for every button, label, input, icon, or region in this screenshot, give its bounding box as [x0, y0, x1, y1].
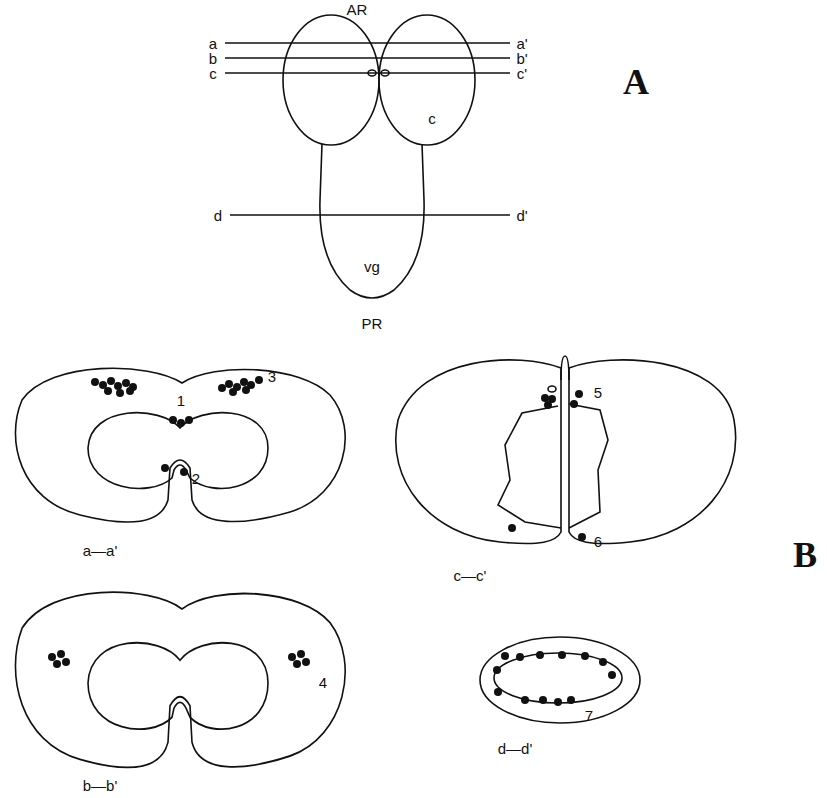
cell-dot [185, 416, 193, 424]
cell-dot [539, 696, 547, 704]
callout-number: 3 [268, 369, 276, 384]
section-a-outline [15, 368, 345, 522]
section-letter: b [209, 51, 217, 66]
section-label: a—a' [83, 543, 118, 558]
cell-dot [57, 650, 65, 658]
section-letter: d [214, 208, 222, 223]
cell-dot [493, 666, 501, 674]
region-label: vg [364, 259, 380, 274]
cell-dot [578, 533, 586, 541]
cell-dot [544, 401, 552, 409]
ventral-ganglion-outline [320, 144, 424, 298]
cell-dot [508, 524, 516, 532]
cell-dot [116, 389, 124, 397]
cell-dot [288, 653, 296, 661]
cell-dot [218, 384, 226, 392]
callout-number: 4 [319, 675, 327, 690]
cell-dot [501, 652, 509, 660]
callout-number: 1 [177, 393, 185, 408]
section-line [230, 214, 510, 216]
cell-dot [521, 696, 529, 704]
cell-dot [554, 698, 562, 706]
cell-dot [567, 696, 575, 704]
cell-dot [242, 386, 250, 394]
cell-dot [581, 652, 589, 660]
cell-dot [114, 382, 122, 390]
cell-dot [229, 388, 237, 396]
cell-dot [575, 390, 583, 398]
callout-number: 5 [594, 385, 602, 400]
cell-dot [161, 464, 169, 472]
section-d-outline [480, 637, 640, 723]
cell-dot [48, 653, 56, 661]
cell-dot [297, 650, 305, 658]
cell-dot [225, 380, 233, 388]
section-label: b—b' [83, 778, 118, 793]
cell-dot [293, 660, 301, 668]
cell-dot [516, 653, 524, 661]
section-letter: a [209, 36, 217, 51]
section-label: c—c' [454, 568, 487, 583]
panel-letter: A [623, 64, 649, 100]
cell-dot [53, 660, 61, 668]
region-label: AR [347, 2, 368, 17]
section-line [225, 57, 510, 59]
cell-dot [255, 376, 263, 384]
hemisphere-outline [283, 15, 379, 145]
hemisphere-outline [379, 15, 475, 145]
callout-number: 7 [585, 708, 593, 723]
cell-dot [62, 658, 70, 666]
cell-dot [570, 400, 578, 408]
cell-dot [240, 378, 248, 386]
callout-number: 6 [594, 534, 602, 549]
section-line [225, 72, 510, 74]
region-label: c [428, 111, 436, 126]
section-letter: c [209, 66, 217, 81]
cell-dot [536, 651, 544, 659]
section-label: d—d' [498, 741, 533, 756]
region-label: PR [362, 316, 383, 331]
cell-dot [180, 468, 188, 476]
cell-dot [122, 379, 130, 387]
cell-dot [494, 688, 502, 696]
section-c-outline [396, 356, 736, 544]
cell-dot [177, 419, 185, 427]
section-letter: b' [516, 51, 527, 66]
section-letter: a' [516, 36, 527, 51]
cell-dot [91, 378, 99, 386]
cell-dot [302, 658, 310, 666]
cell-dot [558, 651, 566, 659]
cell-dot [104, 387, 112, 395]
section-letter: c' [517, 66, 527, 81]
section-line [225, 42, 510, 44]
panel-letter: B [793, 537, 817, 573]
section-letter: d' [516, 208, 527, 223]
cell-dot [608, 671, 616, 679]
cell-dot [169, 416, 177, 424]
cell-dot [107, 377, 115, 385]
callout-number: 2 [192, 471, 200, 486]
cell-dot [126, 387, 134, 395]
cell-dot [541, 394, 549, 402]
cell-dot [599, 658, 607, 666]
section-b-outline [15, 592, 345, 767]
